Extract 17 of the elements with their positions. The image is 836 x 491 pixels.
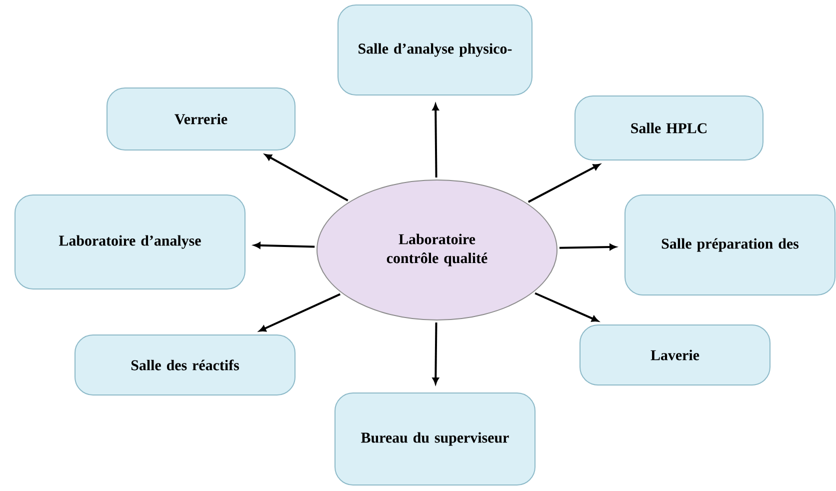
- rounded-box: Salle d’analyse physico-: [338, 4, 532, 96]
- arrow: [432, 104, 439, 178]
- arrow: [534, 292, 598, 322]
- rounded-box: Laverie: [580, 324, 770, 386]
- rounded-box: Laboratoire d’analyse: [14, 194, 246, 290]
- ellipse-node: Laboratoire contrôle qualité: [316, 180, 558, 320]
- rounded-box: Bureau du superviseur: [334, 392, 536, 486]
- rounded-box: Salle des réactifs: [74, 334, 296, 396]
- rounded-box: Salle préparation des: [624, 194, 836, 296]
- arrow: [528, 164, 600, 203]
- arrow: [254, 242, 315, 249]
- rounded-box: Salle HPLC: [574, 96, 764, 160]
- rounded-box: Verrerie: [106, 88, 296, 150]
- arrow: [432, 322, 439, 384]
- arrow: [559, 244, 616, 250]
- arrow: [259, 293, 341, 332]
- arrow: [264, 154, 348, 202]
